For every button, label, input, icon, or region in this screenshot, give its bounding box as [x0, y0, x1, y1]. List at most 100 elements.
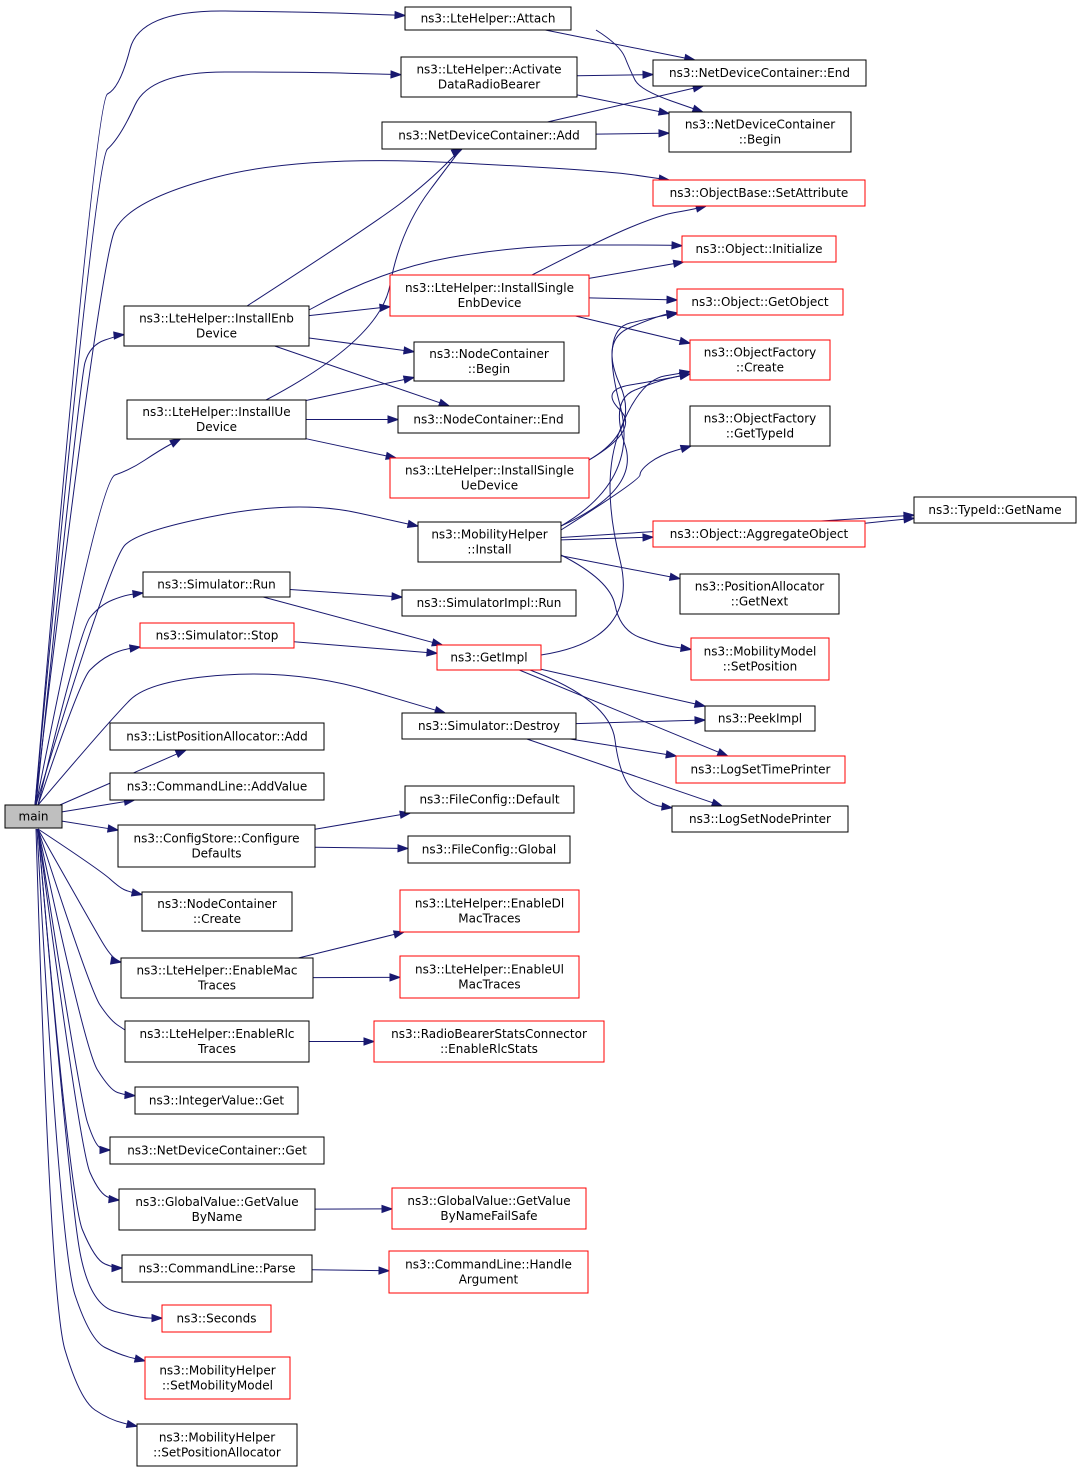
edge-install_ue-to-nc_end-arrowhead	[387, 415, 400, 424]
edge-sim_destroy-to-peekimpl	[575, 716, 707, 725]
edge-enable_mac-to-enable_ul-arrowhead	[389, 973, 402, 982]
edge-install_ue-to-nc_end	[306, 415, 400, 424]
edge-line	[308, 244, 674, 311]
node-label-line: ns3::LogSetTimePrinter	[690, 763, 830, 777]
node-fc-default[interactable]: ns3::FileConfig::Default	[404, 785, 575, 814]
edge-ndc_add-to-ndc_begin	[595, 129, 671, 138]
node-box	[399, 955, 580, 999]
edge-sim_run-to-simimpl_run-arrowhead	[391, 592, 404, 601]
node-box	[124, 1020, 310, 1063]
node-of-gettypeid[interactable]: ns3::ObjectFactory::GetTypeId	[689, 405, 831, 447]
node-label-line: ns3::GlobalValue::GetValue	[135, 1195, 298, 1209]
node-box	[404, 6, 572, 31]
edge-install_enb-to-nc_end	[274, 345, 451, 407]
node-getimpl[interactable]: ns3::GetImpl	[436, 644, 542, 671]
node-aggregate[interactable]: ns3::Object::AggregateObject	[652, 520, 866, 548]
edge-activate-to-ndc_begin	[576, 94, 671, 116]
edge-getimpl-to-peekimpl	[540, 668, 707, 708]
node-label-line: ns3::LteHelper::InstallSingle	[405, 281, 574, 295]
node-label-line: ns3::ListPositionAllocator::Add	[126, 730, 308, 744]
edge-main-to-seconds	[37, 828, 164, 1323]
node-label-line: ::Create	[193, 912, 241, 926]
node-lognode[interactable]: ns3::LogSetNodePrinter	[671, 805, 849, 833]
node-obj-init[interactable]: ns3::Object::Initialize	[681, 235, 837, 263]
node-box	[652, 520, 866, 548]
node-box	[681, 235, 837, 263]
node-box	[407, 835, 571, 864]
edge-main-to-cs_configure	[61, 820, 120, 833]
node-cl-addvalue[interactable]: ns3::CommandLine::AddValue	[109, 772, 325, 801]
node-logtime[interactable]: ns3::LogSetTimePrinter	[675, 755, 846, 784]
node-ndc-begin[interactable]: ns3::NetDeviceContainer::Begin	[668, 111, 852, 153]
node-iv-get[interactable]: ns3::IntegerValue::Get	[134, 1086, 299, 1115]
edge-sim_stop-to-getimpl-arrowhead	[426, 648, 439, 657]
edge-install_single_enb-to-of_create	[575, 315, 692, 345]
node-seconds[interactable]: ns3::Seconds	[161, 1304, 272, 1333]
node-sim-stop[interactable]: ns3::Simulator::Stop	[139, 622, 295, 649]
edge-main-to-mh_setmobility	[36, 828, 147, 1363]
node-label-line: Argument	[459, 1273, 519, 1287]
edge-getimpl-to-of_create	[540, 369, 692, 656]
edge-main-to-activate-arrowhead	[390, 70, 403, 79]
node-pos-getnext[interactable]: ns3::PositionAllocator::GetNext	[679, 573, 840, 615]
node-box	[675, 755, 846, 784]
node-main[interactable]: main	[4, 804, 63, 829]
node-cl-parse[interactable]: ns3::CommandLine::Parse	[121, 1254, 313, 1283]
node-box	[668, 111, 852, 153]
edge-line	[560, 536, 645, 541]
node-mm-setpos[interactable]: ns3::MobilityModel::SetPosition	[690, 637, 830, 681]
node-label-line: ns3::ConfigStore::Configure	[133, 832, 299, 846]
node-peekimpl[interactable]: ns3::PeekImpl	[704, 705, 816, 732]
node-getobject[interactable]: ns3::Object::GetObject	[676, 288, 844, 316]
edge-install_enb-to-obj_init	[308, 241, 684, 311]
node-label-line: ns3::IntegerValue::Get	[149, 1094, 284, 1108]
node-of-create[interactable]: ns3::ObjectFactory::Create	[689, 339, 831, 381]
node-setattr[interactable]: ns3::ObjectBase::SetAttribute	[652, 179, 866, 207]
node-mob-install[interactable]: ns3::MobilityHelper::Install	[417, 521, 562, 563]
node-sim-run[interactable]: ns3::Simulator::Run	[142, 571, 291, 598]
edge-getimpl-to-of_create-arrowhead	[678, 369, 692, 378]
node-mh-setmobility[interactable]: ns3::MobilityHelper::SetMobilityModel	[144, 1356, 291, 1400]
node-mh-setposalloc[interactable]: ns3::MobilityHelper::SetPositionAllocato…	[136, 1423, 298, 1467]
edge-main-to-attach	[34, 10, 407, 806]
node-fc-global[interactable]: ns3::FileConfig::Global	[407, 835, 571, 864]
node-rbsc[interactable]: ns3::RadioBearerStatsConnector::EnableRl…	[373, 1020, 605, 1063]
node-nc-create[interactable]: ns3::NodeContainer::Create	[141, 891, 293, 932]
node-ndc-get[interactable]: ns3::NetDeviceContainer::Get	[109, 1136, 325, 1165]
node-sim-destroy[interactable]: ns3::Simulator::Destroy	[401, 712, 577, 740]
node-ndc-add[interactable]: ns3::NetDeviceContainer::Add	[381, 121, 597, 150]
edge-attach-to-ndc_begin-arrowhead	[691, 104, 705, 113]
edge-main-to-install_ue-arrowhead	[169, 438, 182, 448]
node-label-line: ns3::NodeContainer	[429, 347, 549, 361]
node-box	[690, 637, 830, 681]
node-nc-begin[interactable]: ns3::NodeContainer::Begin	[413, 341, 565, 382]
node-label-line: ns3::Object::GetObject	[691, 295, 829, 309]
node-attach[interactable]: ns3::LteHelper::Attach	[404, 6, 572, 31]
node-ndc-end[interactable]: ns3::NetDeviceContainer::End	[652, 59, 867, 87]
node-label-line: ::SetPositionAllocator	[153, 1446, 281, 1460]
node-box	[139, 622, 295, 649]
node-label-line: ns3::Simulator::Run	[157, 578, 275, 592]
node-nc-end[interactable]: ns3::NodeContainer::End	[397, 405, 580, 434]
node-label-line: Traces	[197, 979, 236, 993]
node-label-line: ns3::MobilityModel	[704, 645, 817, 659]
node-lpa-add[interactable]: ns3::ListPositionAllocator::Add	[109, 722, 325, 751]
node-typeid-getname[interactable]: ns3::TypeId::GetName	[913, 496, 1077, 524]
edge-sim_destroy-to-lognode	[526, 738, 724, 807]
edge-getimpl-to-peekimpl-arrowhead	[693, 699, 707, 708]
node-simimpl-run[interactable]: ns3::SimulatorImpl::Run	[401, 589, 577, 617]
node-box	[126, 399, 307, 440]
